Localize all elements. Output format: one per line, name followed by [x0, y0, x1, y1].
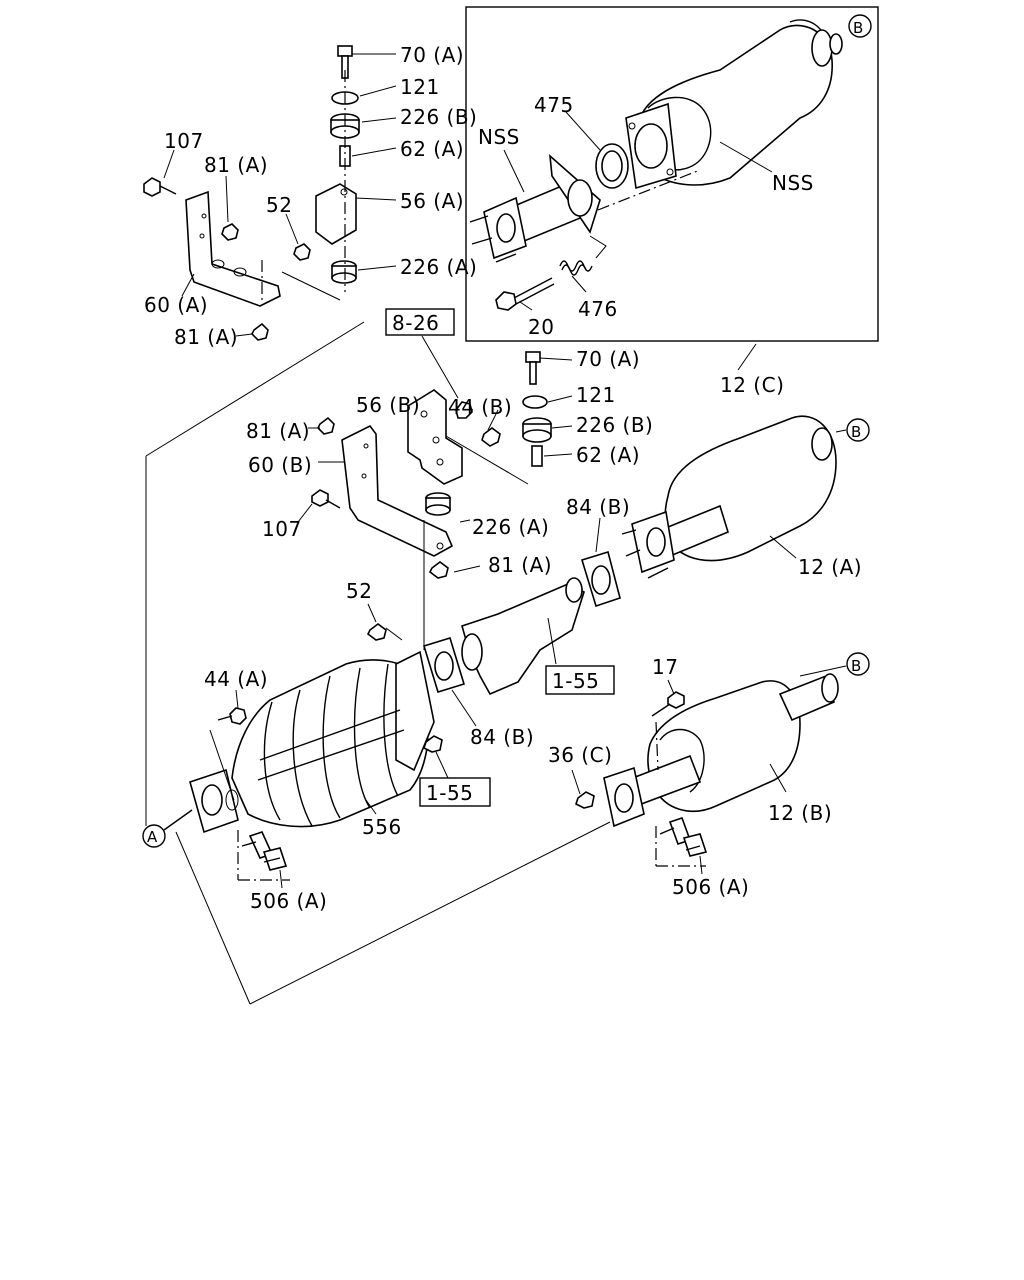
spring-476 [559, 260, 593, 276]
label-84b-low: 84 (B) [470, 725, 534, 749]
label-81a-low: 81 (A) [174, 325, 238, 349]
nut-outlet [423, 735, 443, 753]
ref-box-1-55-b[interactable]: 1-55 [419, 777, 491, 807]
bolt-20 [495, 277, 555, 311]
marker-a: A [147, 828, 158, 846]
label-121-mid: 121 [576, 383, 616, 407]
collar-62a-mid [531, 445, 543, 467]
top-bracket-group: 70 (A) 121 226 (B) 62 (A) 107 81 (A) 52 … [143, 43, 477, 349]
label-81a: 81 (A) [204, 153, 268, 177]
converter-556: 1-55 44 (A) 556 [189, 650, 491, 839]
elbow-pipe: 1-55 [461, 577, 615, 696]
label-226b-mid: 226 (B) [576, 413, 653, 437]
label-56b: 56 (B) [356, 393, 420, 417]
nut-81a-mid2 [428, 561, 449, 579]
label-44a: 44 (A) [204, 667, 268, 691]
bracket-56a [315, 183, 357, 245]
label-107-mid: 107 [262, 517, 302, 541]
nut-36c [575, 791, 595, 809]
nut-52-top [293, 243, 311, 261]
cushion-226b-mid [522, 417, 552, 443]
label-56a: 56 (A) [400, 189, 464, 213]
muffler-12a: B 12 (A) [621, 415, 870, 579]
marker-b-3: B [851, 657, 862, 675]
label-226b: 226 (B) [400, 105, 477, 129]
washer-121-mid [522, 395, 548, 409]
muffler-12b: B 17 36 (C) 12 (B) [548, 652, 870, 828]
label-506a-left: 506 (A) [250, 889, 327, 913]
label-476: 476 [578, 297, 618, 321]
pipe-nss [469, 154, 601, 263]
svg-text:1-55: 1-55 [552, 669, 599, 693]
muffler-flange [625, 102, 677, 190]
label-107: 107 [164, 129, 204, 153]
marker-b-2: B [851, 423, 862, 441]
cushion-226a-mid [425, 492, 451, 516]
label-12b: 12 (B) [768, 801, 832, 825]
nut-44b [481, 427, 501, 447]
bolt-70a-mid [525, 351, 541, 363]
nut-81a-top [221, 223, 239, 241]
label-44b: 44 (B) [448, 395, 512, 419]
label-84b-top: 84 (B) [566, 495, 630, 519]
marker-b-1: B [853, 19, 864, 37]
label-506a-right: 506 (A) [672, 875, 749, 899]
nut-81a-bottom [251, 322, 269, 341]
cushion-226a [331, 260, 357, 284]
bolt-107 [143, 177, 161, 197]
label-70a-mid: 70 (A) [576, 347, 640, 371]
label-60a: 60 (A) [144, 293, 208, 317]
label-226a: 226 (A) [400, 255, 477, 279]
mid-bracket-group: 56 (B) 44 (B) 81 (A) 60 (B) 107 226 (A) … [246, 347, 653, 650]
label-226a-mid: 226 (A) [472, 515, 549, 539]
label-62a-mid: 62 (A) [576, 443, 640, 467]
bolt-107-mid [311, 489, 329, 507]
label-556: 556 [362, 815, 402, 839]
label-121: 121 [400, 75, 440, 99]
label-nss-right: NSS [772, 171, 814, 195]
label-20: 20 [528, 315, 554, 339]
bolt-17 [667, 691, 685, 709]
marker-b-circle [848, 14, 872, 38]
clamp-506a-right: 506 (A) [655, 816, 749, 899]
label-475: 475 [534, 93, 574, 117]
label-12a: 12 (A) [798, 555, 862, 579]
bracket-60a [185, 190, 281, 307]
clamp-506a-left: 506 (A) [237, 830, 327, 913]
inset-box: NSS NSS 475 476 20 12 (C) B [465, 6, 879, 397]
nut-52-mid [366, 623, 387, 641]
label-36c: 36 (C) [548, 743, 612, 767]
label-62a: 62 (A) [400, 137, 464, 161]
marker-a-circle [142, 824, 166, 848]
gasket-84b-low: 84 (B) [423, 636, 534, 749]
svg-text:8-26: 8-26 [392, 311, 439, 335]
label-17: 17 [652, 655, 678, 679]
gasket-475 [595, 143, 629, 189]
ref-box-1-55-a[interactable]: 1-55 [545, 665, 615, 695]
label-12c: 12 (C) [720, 373, 784, 397]
label-81a-mid2: 81 (A) [488, 553, 552, 577]
label-52: 52 [266, 193, 292, 217]
bolt-44a [229, 707, 247, 725]
svg-text:1-55: 1-55 [426, 781, 473, 805]
gasket-84b-top: 84 (B) [566, 495, 630, 608]
nut-81a-mid [317, 416, 335, 435]
label-70a: 70 (A) [400, 43, 464, 67]
ref-box-8-26[interactable]: 8-26 [385, 308, 455, 336]
label-52-mid: 52 [346, 579, 372, 603]
label-60b: 60 (B) [248, 453, 312, 477]
label-81a-mid: 81 (A) [246, 419, 310, 443]
bolt-44b-top [455, 401, 473, 419]
label-nss-left: NSS [478, 125, 520, 149]
